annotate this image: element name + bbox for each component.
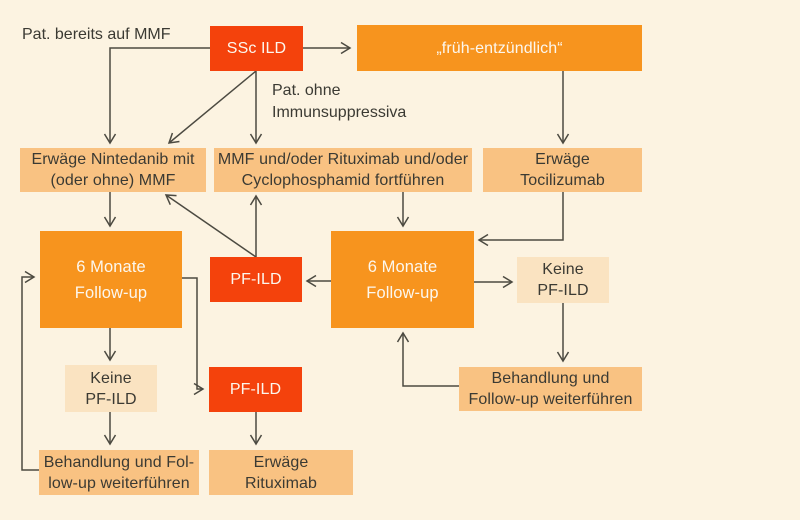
edge-tocilizumab-to-followup-rechts [477, 192, 564, 247]
edge-followup-links-to-pf-ild-unten [182, 277, 205, 396]
node-behandlung-links: Behandlung und Fol- low-up weiterführen [39, 450, 199, 495]
node-pf-ild-unten: PF-ILD [209, 367, 302, 412]
edge-ssc-ild-to-nintedanib-via-mmf-label [103, 47, 210, 145]
label-pat-bereits-auf-mmf: Pat. bereits auf MMF [22, 26, 171, 43]
node-erwaege-nintedanib: Erwäge Nintedanib mit (oder ohne) MMF [20, 148, 206, 192]
edge-behandlung-links-to-followup-links [21, 270, 39, 471]
node-pf-ild-mitte: PF-ILD [210, 257, 302, 302]
node-followup-links: 6 Monate Follow-up [40, 231, 182, 328]
node-erwaege-tocilizumab: Erwäge Tocilizumab [483, 148, 642, 192]
node-followup-rechts: 6 Monate Follow-up [331, 231, 474, 328]
node-ssc-ild: SSc ILD [210, 26, 303, 71]
node-keine-pf-ild-rechts: Keine PF-ILD [517, 257, 609, 303]
label-pat-ohne-immunsuppressiva: Pat. ohne Immunsuppressiva [272, 82, 407, 121]
node-mmf-fortfuehren: MMF und/oder Rituximab und/oder Cyclopho… [214, 148, 472, 192]
node-erwaege-rituximab: Erwäge Rituximab [209, 450, 353, 495]
node-behandlung-rechts: Behandlung und Follow-up weiterführen [459, 367, 642, 411]
edge-behandlung-rechts-to-followup-rechts [396, 331, 459, 387]
edge-pf-ild-mitte-to-nintedanib [164, 194, 257, 258]
node-frueh-entzuendlich: „früh-entzündlich“ [357, 25, 642, 71]
edge-ssc-ild-to-nintedanib-diagonal [167, 70, 257, 144]
node-keine-pf-ild-links: Keine PF-ILD [65, 365, 157, 412]
